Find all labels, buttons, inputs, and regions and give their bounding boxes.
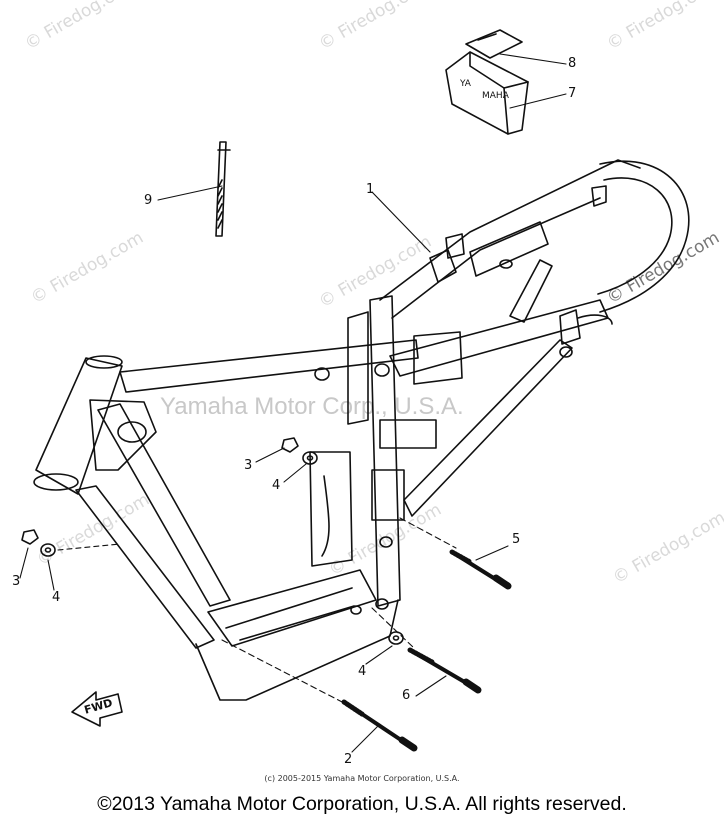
toolbox: YA MAHA xyxy=(445,29,529,135)
callout-2: 2 xyxy=(344,752,353,767)
callout-4: 4 xyxy=(358,664,367,679)
fwd-arrow xyxy=(71,691,123,727)
bolt-5 xyxy=(449,549,512,590)
cable-strap xyxy=(215,141,231,237)
toolbox-logo-text: YA xyxy=(459,79,472,89)
washer-4-upper xyxy=(302,451,318,465)
nut-3-left xyxy=(21,529,39,545)
callout-8: 8 xyxy=(568,56,577,71)
frame-body xyxy=(33,159,690,701)
callout-1: 1 xyxy=(366,182,375,197)
callout-7: 7 xyxy=(568,86,577,101)
center-watermark: Yamaha Motor Corp., U.S.A. xyxy=(160,393,464,420)
leader-lines xyxy=(19,53,567,753)
toolbox-logo-text: MAHA xyxy=(482,91,510,101)
callout-3: 3 xyxy=(244,458,253,473)
bolt-2 xyxy=(341,699,418,752)
washer-4-left xyxy=(40,543,56,557)
callout-4: 4 xyxy=(52,590,61,605)
bolt-6 xyxy=(407,647,482,694)
footer-copyright: ©2013 Yamaha Motor Corporation, U.S.A. A… xyxy=(97,793,627,815)
callout-6: 6 xyxy=(402,688,411,703)
nut-3-upper xyxy=(281,437,299,453)
callout-9: 9 xyxy=(144,193,153,208)
callout-5: 5 xyxy=(512,532,521,547)
small-copyright: (c) 2005-2015 Yamaha Motor Corporation, … xyxy=(264,774,460,783)
callout-3: 3 xyxy=(12,574,21,589)
callout-4: 4 xyxy=(272,478,281,493)
washer-4-lower xyxy=(388,631,404,645)
